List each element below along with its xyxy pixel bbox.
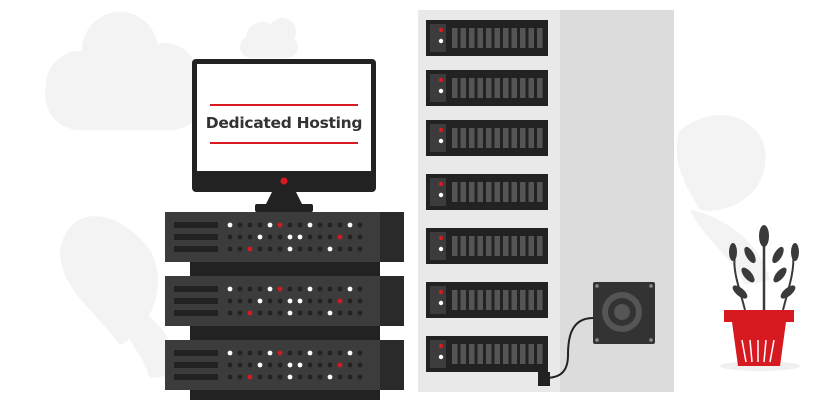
cooling-fan-icon xyxy=(593,282,655,344)
rack-unit xyxy=(426,70,548,106)
rack-unit xyxy=(426,20,548,56)
power-plug-icon xyxy=(538,372,550,386)
rack-unit xyxy=(426,336,548,372)
server-stack xyxy=(165,212,404,400)
rack-unit xyxy=(426,228,548,264)
leaf-icon xyxy=(60,216,176,378)
server-unit xyxy=(165,276,404,340)
rack-unit xyxy=(426,120,548,156)
cloud-icon xyxy=(240,18,298,58)
leaf-icon xyxy=(676,115,770,285)
cloud-icon xyxy=(45,12,205,130)
rack-unit xyxy=(426,174,548,210)
monitor-title: Dedicated Hosting xyxy=(205,114,363,132)
server-unit xyxy=(165,340,404,400)
rack-unit xyxy=(426,282,548,318)
plant-pot-icon xyxy=(720,225,800,371)
server-unit xyxy=(165,212,404,276)
monitor xyxy=(192,59,376,212)
